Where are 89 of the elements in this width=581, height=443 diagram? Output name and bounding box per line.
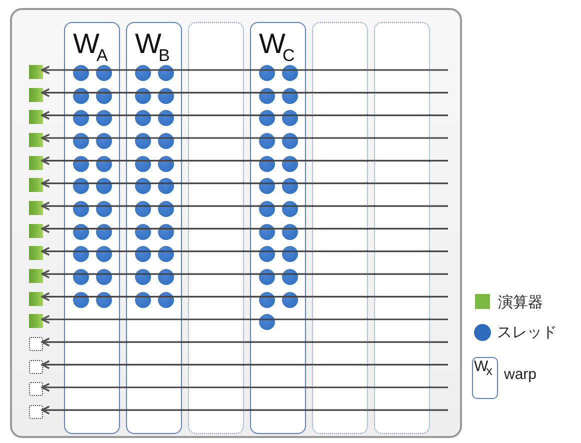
thread-circle: [282, 88, 298, 104]
arrow: [41, 202, 448, 211]
processing-unit: [29, 156, 43, 170]
processing-unit: [29, 292, 43, 306]
thread-circle: [135, 88, 151, 104]
thread-circle: [282, 178, 298, 194]
empty-unit-slot: [29, 337, 43, 352]
arrow: [41, 224, 448, 234]
thread-circle: [282, 224, 298, 240]
arrow: [41, 406, 448, 415]
processing-unit: [29, 246, 43, 260]
warp-symbol: W$_{x}$: [474, 358, 490, 378]
arrow: [41, 156, 448, 166]
thread-circle: [259, 246, 275, 262]
thread-circle: [96, 246, 112, 262]
thread-circle: [158, 292, 174, 308]
processing-unit: [29, 224, 43, 238]
warp-label: W$_{C}$: [259, 29, 295, 67]
warp-column: [64, 22, 120, 434]
warp-column: [126, 22, 182, 434]
processing-unit: [29, 178, 43, 192]
thread-circle: [135, 178, 151, 194]
arrow: [41, 66, 448, 74]
empty-warp-slot: [312, 22, 368, 434]
thread-circle: [259, 110, 275, 126]
processing-unit: [29, 110, 43, 124]
legend-label: warp: [504, 366, 537, 383]
thread-circle: [135, 110, 151, 126]
arrow: [41, 246, 448, 256]
thread-circle: [73, 224, 89, 240]
arrow: [41, 178, 448, 188]
thread-circle: [73, 110, 89, 126]
thread-circle: [73, 88, 89, 104]
thread-circle: [158, 110, 174, 126]
thread-circle: [96, 224, 112, 240]
empty-warp-slot: [188, 22, 244, 434]
arrow: [41, 314, 448, 324]
thread-circle: [135, 224, 151, 240]
thread-circle: [282, 110, 298, 126]
empty-warp-slot: [374, 22, 430, 434]
thread-circle: [158, 88, 174, 104]
arrow: [41, 338, 448, 347]
processing-unit: [29, 269, 43, 284]
thread-circle: [96, 178, 112, 194]
outer-frame: [10, 8, 462, 438]
arrow: [41, 134, 448, 142]
thread-circle: [282, 246, 298, 262]
arrow: [41, 270, 448, 279]
arrow: [41, 360, 448, 370]
empty-unit-slot: [29, 382, 43, 396]
processing-unit: [29, 88, 43, 102]
thread-circle: [73, 292, 89, 308]
processing-unit: [29, 133, 43, 147]
thread-circle: [73, 156, 89, 172]
thread-circle: [282, 292, 298, 308]
thread-circle: [259, 156, 275, 172]
warp-label: W$_{A}$: [73, 29, 108, 67]
thread-circle: [259, 224, 275, 240]
thread-circle: [135, 156, 151, 172]
thread-circle: [96, 156, 112, 172]
legend-label: スレッド: [497, 323, 557, 342]
thread-circle: [282, 156, 298, 172]
thread-circle: [158, 178, 174, 194]
thread-circle: [135, 292, 151, 308]
processing-unit: [29, 314, 43, 328]
thread-circle: [96, 292, 112, 308]
arrow: [41, 382, 448, 392]
empty-unit-slot: [29, 405, 43, 420]
thread-circle: [158, 156, 174, 172]
thread-circle: [73, 178, 89, 194]
arrow: [41, 88, 448, 98]
arrow: [41, 110, 448, 120]
warp-label: W$_{B}$: [135, 29, 170, 67]
processing-unit: [29, 65, 43, 79]
thread-circle: [96, 110, 112, 126]
thread-circle: [259, 88, 275, 104]
thread-circle: [259, 178, 275, 194]
empty-unit-slot: [29, 360, 43, 374]
processing-unit: [29, 201, 43, 216]
arrow: [41, 292, 448, 302]
thread-circle: [73, 246, 89, 262]
legend-label: 演算器: [498, 293, 543, 312]
thread-circle: [259, 314, 275, 330]
warp-column: [250, 22, 306, 434]
thread-circle: [158, 224, 174, 240]
thread-circle: [259, 292, 275, 308]
thread-circle: [96, 88, 112, 104]
thread-circle: [135, 246, 151, 262]
thread-circle: [158, 246, 174, 262]
